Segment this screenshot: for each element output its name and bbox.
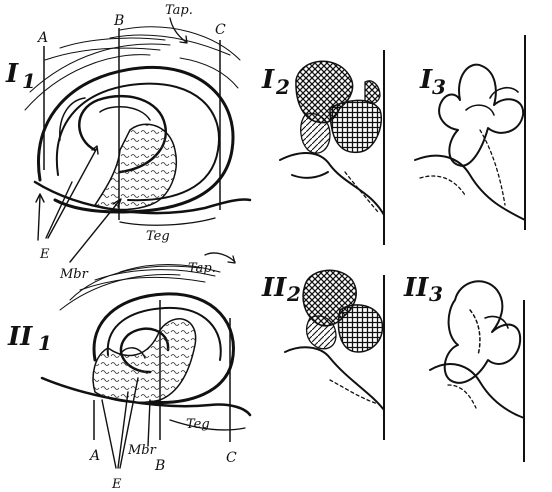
teg-label-top: Teg	[146, 229, 170, 244]
panel-index-i1: 1	[22, 69, 36, 93]
section-a-top-label: A	[36, 30, 48, 46]
section-b-bottom-label: B	[154, 458, 165, 474]
teg-label-bottom: Teg	[186, 417, 210, 432]
section-c-bottom-label: C	[226, 450, 237, 466]
tap-mid-group: Tap.	[188, 253, 235, 276]
panel-label-ii2: II	[261, 273, 287, 303]
sclerite-i2-d	[365, 81, 380, 104]
e-arrows-i1	[36, 146, 98, 240]
panel-label-ii1: II	[7, 322, 33, 352]
coil-ii3	[445, 281, 520, 383]
mbr-label-top: Mbr	[59, 267, 89, 282]
coil-i3	[439, 65, 523, 166]
sclerite-i2-b	[330, 100, 381, 152]
panel-label-i3: I	[419, 65, 433, 95]
panel-i1: A B C I 1 Tap. E Mbr Teg	[5, 3, 250, 282]
panel-i3: I 3	[415, 35, 525, 230]
membrane-ii1	[93, 319, 196, 403]
membrane-i1	[95, 124, 176, 209]
e-label-bottom: E	[111, 477, 122, 492]
panel-ii3: II 3	[403, 273, 524, 462]
mbr-label-bottom: Mbr	[127, 443, 157, 458]
section-b-top-label: B	[113, 13, 124, 29]
section-a-bottom-label: A	[88, 448, 100, 464]
panel-i2: I 2	[261, 50, 384, 245]
panel-index-ii1: 1	[38, 331, 52, 355]
panel-ii2: II 2	[261, 270, 384, 440]
panel-label-ii3: II	[403, 273, 429, 303]
section-c-top-label: C	[215, 22, 226, 38]
panel-label-i1: I	[5, 59, 19, 89]
tap-label-top: Tap.	[165, 3, 193, 18]
tap-label-mid: Tap.	[188, 261, 216, 276]
panel-label-i2: I	[261, 65, 275, 95]
panel-ii1: A B C II 1 E Mbr Teg	[7, 265, 250, 492]
panel-index-i2: 2	[275, 75, 290, 99]
sclerite-ii2-b	[339, 305, 383, 352]
panel-index-ii3: 3	[429, 282, 443, 306]
panel-index-i3: 3	[432, 75, 446, 99]
panel-index-ii2: 2	[286, 282, 301, 306]
e-label-top: E	[39, 247, 50, 262]
